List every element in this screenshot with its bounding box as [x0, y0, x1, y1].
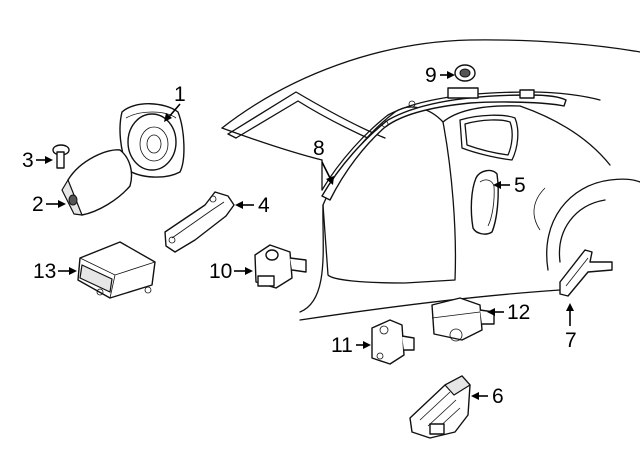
callout-label: 9 — [425, 64, 437, 87]
callout-label: 7 — [565, 329, 577, 352]
callout-label: 8 — [313, 137, 325, 160]
part-6-sensor — [409, 375, 471, 439]
callout-6: 6 — [471, 385, 504, 408]
car-body-outline — [221, 39, 640, 321]
part-3-bolt — [52, 144, 70, 169]
callout-label: 13 — [33, 260, 56, 283]
callout-11: 11 — [331, 334, 371, 357]
part-4-bracket — [164, 191, 235, 253]
callout-label: 4 — [258, 194, 270, 217]
part-7-sensor-strip — [559, 249, 613, 297]
callout-13: 13 — [33, 260, 77, 283]
part-10-impact-sensor — [254, 244, 307, 289]
part-9-grommet — [454, 64, 476, 82]
part-1-driver-airbag — [119, 103, 185, 178]
part-8-curtain-airbag — [321, 87, 567, 201]
part-11-impact-sensor — [371, 319, 415, 365]
callout-7: 7 — [565, 303, 577, 352]
callout-4: 4 — [235, 194, 270, 217]
callout-8: 8 — [313, 137, 334, 185]
callout-label: 12 — [507, 301, 530, 324]
callout-10: 10 — [209, 260, 253, 283]
callout-5: 5 — [493, 174, 526, 197]
callout-2: 2 — [32, 193, 66, 216]
callout-label: 3 — [22, 149, 34, 172]
callout-label: 2 — [32, 193, 44, 216]
callout-label: 6 — [492, 385, 504, 408]
callout-label: 1 — [174, 83, 186, 106]
callout-12: 12 — [487, 301, 530, 324]
callout-3: 3 — [22, 149, 53, 172]
part-12-sensor — [431, 297, 495, 342]
callout-label: 11 — [331, 334, 353, 357]
callout-label: 5 — [514, 174, 526, 197]
part-2-airbag-module — [61, 149, 133, 216]
callout-label: 10 — [209, 260, 232, 283]
part-13-control-module — [77, 241, 156, 299]
part-5-side-airbag — [470, 169, 499, 235]
callout-9: 9 — [425, 64, 455, 87]
callout-1: 1 — [164, 83, 186, 122]
